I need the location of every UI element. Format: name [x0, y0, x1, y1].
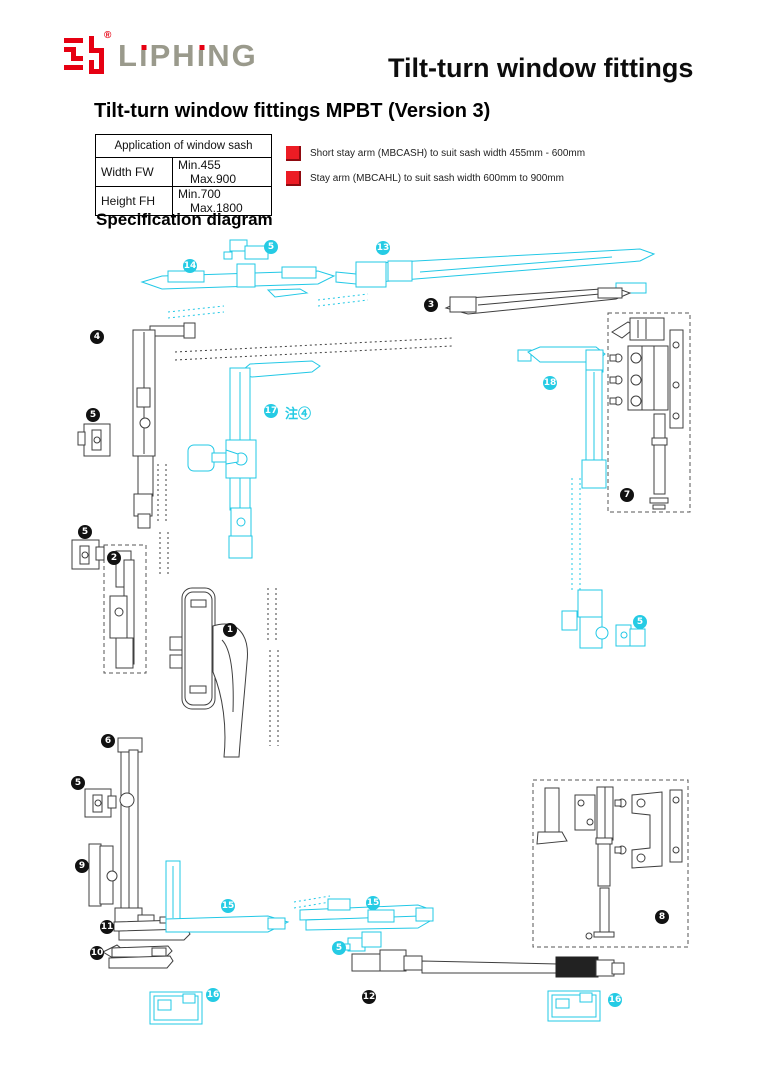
- registered-trademark-icon: ®: [104, 30, 112, 41]
- part-1-window-handle: [169, 587, 248, 758]
- part-callout-12: 12: [362, 990, 376, 1004]
- part-callout-4: 4: [90, 330, 104, 344]
- min-value: Min.700: [178, 187, 221, 201]
- part-callout-11: 11: [100, 920, 114, 934]
- part-5-cyan-striker: [341, 931, 382, 952]
- part-callout-8: 8: [655, 910, 669, 924]
- brand-letter-i: ı: [196, 38, 208, 73]
- part-callout-5: 5: [264, 240, 278, 254]
- min-value: Min.455: [178, 158, 221, 172]
- row-values: Min.700 Max.1800: [172, 186, 272, 216]
- part-5-striker: [77, 423, 111, 457]
- part-callout-16: 16: [608, 993, 622, 1007]
- row-label: Width FW: [95, 157, 173, 187]
- part-9-cover: [88, 843, 118, 907]
- page-title: Tilt-turn window fittings: [388, 53, 694, 83]
- max-value: Max.900: [190, 172, 237, 186]
- legend-text: Short stay arm (MBCASH) to suit sash wid…: [310, 148, 586, 159]
- part-callout-5: 5: [633, 615, 647, 629]
- red-square-icon: [286, 146, 301, 161]
- part-callout-2: 2: [107, 551, 121, 565]
- part-13-espagnolette: [335, 248, 656, 294]
- legend-item: Stay arm (MBCAHL) to suit sash width 600…: [286, 171, 564, 186]
- part-callout-17: 17: [264, 404, 278, 418]
- table-row: Height FH Min.700 Max.1800: [95, 186, 272, 216]
- diagram-note-label: 注④: [285, 406, 312, 421]
- brand-i-dot-icon: [141, 45, 147, 50]
- part-2-lock-piece: [109, 550, 135, 669]
- part-callout-3: 3: [424, 298, 438, 312]
- part-12-connecting-rod: [351, 949, 625, 978]
- liphing-logo-icon: [64, 36, 104, 74]
- part-callout-5: 5: [71, 776, 85, 790]
- part-8-bottom-hinge: [536, 786, 683, 940]
- red-square-icon: [286, 171, 301, 186]
- part-callout-5: 5: [86, 408, 100, 422]
- part-14-espagnolette: [140, 263, 336, 298]
- part-16-cover: [547, 990, 601, 1022]
- part-17-key: [187, 444, 239, 472]
- part-15-stay-corner: [165, 860, 290, 933]
- part-callout-1: 1: [223, 623, 237, 637]
- part-callout-18: 18: [543, 376, 557, 390]
- brand-letter-i: ı: [138, 38, 150, 73]
- part-4-corner-drive: [132, 322, 196, 529]
- brand-i-dot-icon: [199, 45, 205, 50]
- part-5-striker: [84, 788, 117, 818]
- part-7-dashed-box: [607, 312, 691, 513]
- part-callout-7: 7: [620, 488, 634, 502]
- fastener-strip-gray: [157, 337, 453, 746]
- part-18-corner-drive: [517, 346, 609, 649]
- max-value: Max.1800: [190, 201, 243, 215]
- fastener-strip-cyan: [167, 293, 581, 909]
- part-callout-10: 10: [90, 946, 104, 960]
- part-5-cyan-striker: [615, 624, 646, 647]
- part-callout-6: 6: [101, 734, 115, 748]
- part-callout-13: 13: [376, 241, 390, 255]
- part-callout-9: 9: [75, 859, 89, 873]
- part-2-dashed-box: [103, 544, 147, 674]
- part-callout-5: 5: [78, 525, 92, 539]
- part-7-top-hinge: [609, 317, 684, 510]
- part-5-cyan-striker-top: [223, 239, 269, 260]
- legend-item: Short stay arm (MBCASH) to suit sash wid…: [286, 146, 585, 161]
- part-8-dashed-box: [532, 779, 689, 948]
- part-10-connector: [101, 944, 174, 969]
- sash-application-table: Application of window sash Width FW Min.…: [95, 134, 272, 216]
- legend-text: Stay arm (MBCAHL) to suit sash width 600…: [310, 173, 564, 184]
- part-callout-15: 15: [366, 896, 380, 910]
- part-17-corner-drive: [225, 360, 321, 559]
- part-5-striker: [71, 539, 105, 570]
- part-callout-16: 16: [206, 988, 220, 1002]
- part-callout-14: 14: [183, 259, 197, 273]
- spec-diagram-heading: Specification diagram: [96, 210, 273, 229]
- part-6-rod: [114, 737, 143, 936]
- part-3-stay-arm: [444, 287, 632, 315]
- part-callout-5: 5: [332, 941, 346, 955]
- section-title: Tilt-turn window fittings MPBT (Version …: [94, 100, 491, 122]
- part-16-cover: [149, 991, 203, 1025]
- row-label: Height FH: [95, 186, 173, 216]
- part-15-stay-arm: [299, 898, 434, 931]
- part-callout-15: 15: [221, 899, 235, 913]
